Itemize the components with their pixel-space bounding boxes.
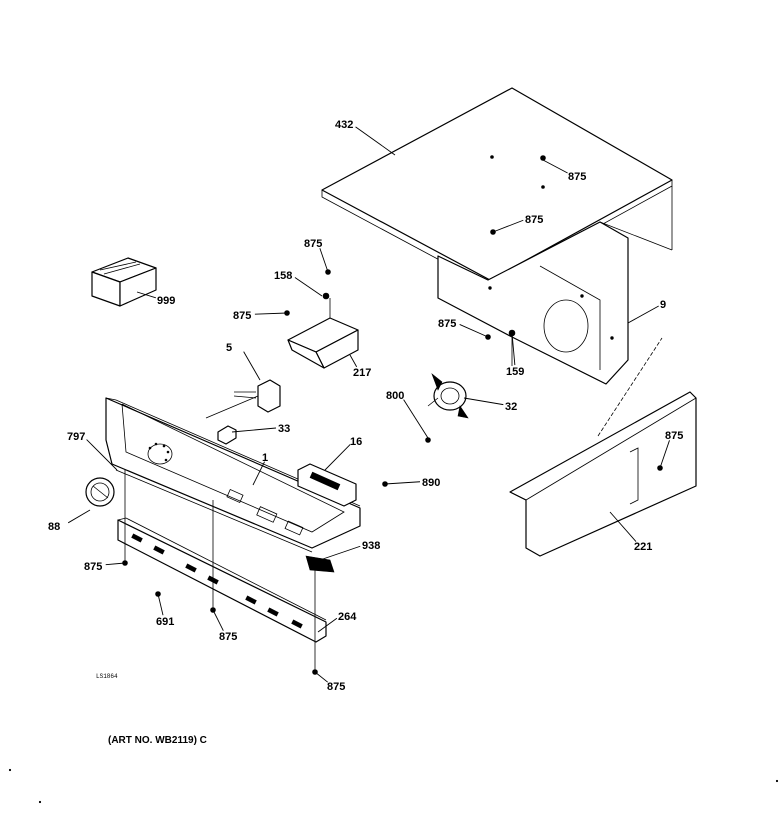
callout-leader-33 — [231, 427, 277, 433]
drawing-stamp: LS1864 — [96, 673, 118, 680]
callout-leader-264 — [317, 617, 338, 633]
callout-leader-797 — [86, 439, 118, 471]
callout-leader-875 — [314, 671, 328, 683]
callout-leader-938 — [319, 545, 361, 561]
callout-leader-1 — [252, 461, 265, 486]
callout-label-217: 217 — [353, 367, 371, 379]
callout-label-33: 33 — [278, 423, 290, 435]
control-bracket — [287, 292, 359, 369]
callout-leader-875 — [254, 312, 288, 315]
callout-label-875: 875 — [233, 310, 251, 322]
callout-label-691: 691 — [156, 616, 174, 628]
callout-leader-217 — [349, 354, 358, 368]
callout-label-9: 9 — [660, 299, 666, 311]
callout-label-938: 938 — [362, 540, 380, 552]
callout-label-875: 875 — [438, 318, 456, 330]
callout-leader-875 — [492, 219, 524, 233]
connector-clip — [217, 425, 237, 445]
lower-trim-strip — [117, 517, 327, 643]
callout-label-875: 875 — [304, 238, 322, 250]
packaging-box — [91, 257, 157, 307]
callout-leader-890 — [384, 481, 421, 485]
callout-leader-875 — [542, 159, 568, 174]
callout-leader-875 — [212, 609, 224, 631]
callout-label-1: 1 — [262, 452, 268, 464]
control-knob — [85, 477, 115, 507]
callout-label-875: 875 — [665, 430, 683, 442]
callout-leader-88 — [67, 509, 91, 524]
callout-label-875: 875 — [525, 214, 543, 226]
callout-label-875: 875 — [327, 681, 345, 693]
callout-leader-9 — [627, 305, 659, 324]
callout-leader-432 — [355, 126, 396, 156]
callout-label-875: 875 — [568, 171, 586, 183]
callout-label-875: 875 — [219, 631, 237, 643]
callout-leader-221 — [609, 511, 637, 542]
fan-motor — [427, 373, 469, 419]
callout-leader-159 — [511, 332, 516, 366]
callout-label-432: 432 — [335, 119, 353, 131]
callout-leader-691 — [157, 593, 164, 616]
callout-label-16: 16 — [350, 436, 362, 448]
art-number-caption: (ART NO. WB2119) C — [108, 735, 207, 746]
callout-leader-875 — [459, 324, 489, 338]
callout-label-88: 88 — [48, 521, 60, 533]
rear-bracket-panel — [437, 221, 629, 385]
callout-leader-875 — [319, 248, 329, 273]
callout-leader-999 — [136, 291, 156, 299]
callout-leader-875 — [105, 562, 126, 566]
callout-label-999: 999 — [157, 295, 175, 307]
callout-label-875: 875 — [84, 561, 102, 573]
callout-leader-800 — [403, 399, 429, 439]
assembly-guide-lines — [124, 333, 513, 672]
callout-leader-158 — [294, 277, 323, 297]
callout-label-221: 221 — [634, 541, 652, 553]
callout-leader-875 — [659, 440, 670, 469]
callout-label-890: 890 — [422, 477, 440, 489]
callout-label-5: 5 — [226, 342, 232, 354]
switch-component — [205, 379, 281, 419]
callout-leader-16 — [324, 444, 351, 471]
callout-label-158: 158 — [274, 270, 292, 282]
callout-label-264: 264 — [338, 611, 357, 623]
callout-label-800: 800 — [386, 390, 404, 402]
callout-leader-32 — [463, 397, 504, 406]
callout-label-32: 32 — [505, 401, 517, 413]
callout-labels: 432 875 875 875 158 999 875 217 875 159 9 5 800 32 33 7… — [48, 119, 683, 693]
control-panel — [105, 397, 361, 553]
callout-label-797: 797 — [67, 431, 85, 443]
display-board — [297, 463, 357, 507]
callout-label-159: 159 — [506, 366, 524, 378]
callout-leader-5 — [243, 351, 261, 381]
